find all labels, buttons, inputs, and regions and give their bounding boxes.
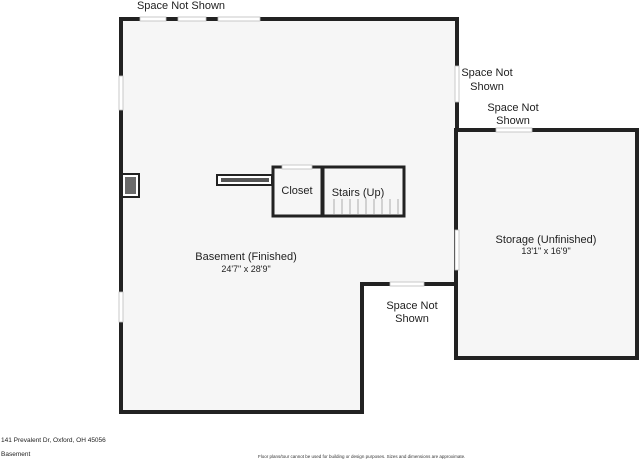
chimney-hatch bbox=[125, 177, 136, 194]
opening-right-upper bbox=[454, 65, 460, 103]
property-address: 141 Prevalent Dr, Oxford, OH 45056 bbox=[1, 437, 106, 444]
stub-wall-hatch bbox=[221, 178, 269, 182]
basement-room-dimensions: 24'7" x 28'9" bbox=[221, 264, 270, 274]
opening-storage-top bbox=[495, 127, 533, 133]
note-right-upper-line2: Shown bbox=[470, 81, 504, 93]
floor-level-label: Basement bbox=[1, 451, 31, 458]
window-left-2 bbox=[118, 291, 124, 323]
storage-room-dimensions: 13'1" x 16'9" bbox=[521, 246, 570, 256]
window-left-1 bbox=[118, 75, 124, 111]
storage-room-name: Storage (Unfinished) bbox=[496, 234, 597, 246]
note-storage-top-line2: Shown bbox=[496, 115, 530, 127]
stair-treads bbox=[333, 199, 399, 214]
opening-bottom bbox=[389, 281, 425, 287]
closet-door bbox=[281, 164, 313, 170]
stairs-outline bbox=[321, 165, 406, 218]
window-top-2 bbox=[177, 16, 207, 22]
basement-room-name: Basement (Finished) bbox=[195, 251, 297, 263]
opening-shared-wall bbox=[454, 229, 460, 271]
window-top-1 bbox=[139, 16, 167, 22]
note-storage-top-line1: Space Not bbox=[487, 102, 538, 114]
stairs-label: Stairs (Up) bbox=[332, 187, 385, 199]
note-bottom-line1: Space Not bbox=[386, 300, 437, 312]
window-openings bbox=[118, 16, 533, 323]
disclaimer-text: Floor plans/tour cannot be used for buil… bbox=[258, 454, 466, 459]
note-bottom-line2: Shown bbox=[395, 313, 429, 325]
window-top-3 bbox=[217, 16, 261, 22]
closet-label: Closet bbox=[281, 185, 312, 197]
note-right-upper-line1: Space Not bbox=[461, 67, 512, 79]
note-space-not-shown-top: Space Not Shown bbox=[137, 0, 225, 12]
